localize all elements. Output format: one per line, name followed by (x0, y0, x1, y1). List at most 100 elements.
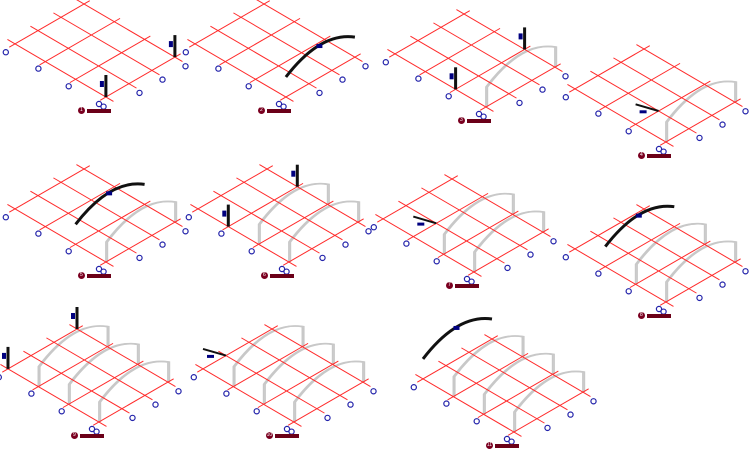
axis-marker (473, 418, 480, 425)
axis-marker (278, 265, 286, 273)
axis-marker (590, 398, 597, 405)
grid-line (568, 45, 651, 93)
axis-marker (516, 99, 523, 107)
axis-marker (382, 59, 390, 66)
step-panel: 9 (0, 307, 190, 465)
installed-arch-frame (666, 80, 738, 142)
step-number-badge: 5 (77, 272, 85, 279)
axis-marker (190, 374, 198, 381)
crane-icon (635, 213, 642, 218)
axis-marker (159, 76, 166, 83)
column-highlight (295, 164, 299, 187)
grid-line (507, 388, 589, 436)
step-number-badge: 11 (485, 442, 493, 449)
step-caption: 10 (265, 432, 299, 439)
axis-marker (370, 224, 378, 231)
grid-line (1, 325, 84, 373)
axis-marker (175, 388, 182, 395)
step-title-bar (646, 313, 671, 318)
column-highlight (523, 27, 527, 50)
installed-arch-frame (294, 360, 366, 422)
axis-marker (136, 254, 143, 262)
grid-line (30, 25, 137, 89)
axis-marker (550, 238, 557, 245)
axis-marker (696, 294, 703, 302)
step-caption: 2 (257, 107, 291, 114)
grid-line (567, 244, 674, 307)
crane-icon (2, 352, 6, 359)
grid-line (23, 350, 130, 414)
grid-line (236, 177, 343, 241)
grid-line (32, 342, 114, 391)
axis-marker (625, 128, 632, 135)
axis-marker (152, 401, 159, 408)
step-title-bar (466, 118, 491, 123)
step-number-badge: 7 (445, 282, 453, 289)
axis-marker (182, 63, 189, 70)
step-title-bar (79, 433, 104, 438)
column-highlight (6, 346, 10, 369)
axis-marker (0, 374, 2, 381)
grid-line (76, 0, 183, 62)
grid-line (447, 352, 529, 401)
step-diagram (2, 164, 189, 275)
axis-marker (88, 425, 96, 433)
step-number-badge: 3 (457, 117, 465, 124)
axis-marker (129, 414, 136, 422)
grid-line (187, 39, 294, 102)
installed-arch-frame (234, 325, 305, 387)
grid-line (613, 217, 720, 281)
axis-marker (283, 425, 291, 433)
grid-line (629, 80, 711, 129)
arch-highlight (74, 182, 145, 226)
grid-line (7, 204, 114, 267)
step-panel: 7 (370, 174, 565, 315)
step-diagram (370, 174, 557, 285)
grid-line (39, 182, 121, 231)
installed-arch-frame (454, 335, 525, 397)
crane-icon (207, 354, 214, 358)
axis-marker (595, 270, 602, 277)
brace-highlight (413, 215, 437, 225)
grid-line (8, 0, 91, 48)
column-highlight (104, 75, 108, 97)
crane-icon (518, 33, 523, 40)
axis-marker (347, 401, 354, 408)
grid-line (219, 17, 301, 66)
axis-marker (504, 264, 511, 272)
grid-line (222, 182, 304, 231)
grid-line (407, 192, 489, 241)
axis-marker (65, 248, 72, 255)
installed-arch-frame (474, 210, 546, 272)
step-caption: 8 (637, 312, 671, 319)
axis-marker (562, 254, 570, 261)
step-caption: 9 (70, 432, 104, 439)
axis-marker (742, 268, 749, 275)
step-panel: 6 (185, 164, 380, 305)
grid-line (433, 22, 540, 86)
grid-line (629, 240, 711, 289)
axis-marker (324, 414, 331, 422)
axis-marker (95, 265, 103, 273)
axis-marker (35, 230, 42, 237)
axis-marker (182, 228, 189, 235)
step-panel: 4 (562, 44, 749, 185)
installed-arch-frame (636, 222, 707, 285)
crane-icon (316, 44, 323, 49)
step-title-bar (454, 283, 479, 288)
axis-marker (567, 411, 574, 418)
column-highlight (75, 307, 79, 329)
step-title-bar (266, 108, 291, 113)
step-caption: 4 (637, 152, 671, 159)
arch-highlight (604, 204, 675, 248)
axis-marker (415, 75, 422, 82)
installed-arch-frame (514, 370, 586, 432)
grid-line (62, 360, 144, 409)
step-diagram (2, 0, 189, 110)
axis-marker (562, 94, 570, 101)
axis-marker (185, 214, 193, 221)
grid-line (449, 45, 531, 94)
grid-line (599, 62, 681, 111)
step-panel: 5 (2, 164, 197, 305)
step-number-badge: 4 (637, 152, 645, 159)
